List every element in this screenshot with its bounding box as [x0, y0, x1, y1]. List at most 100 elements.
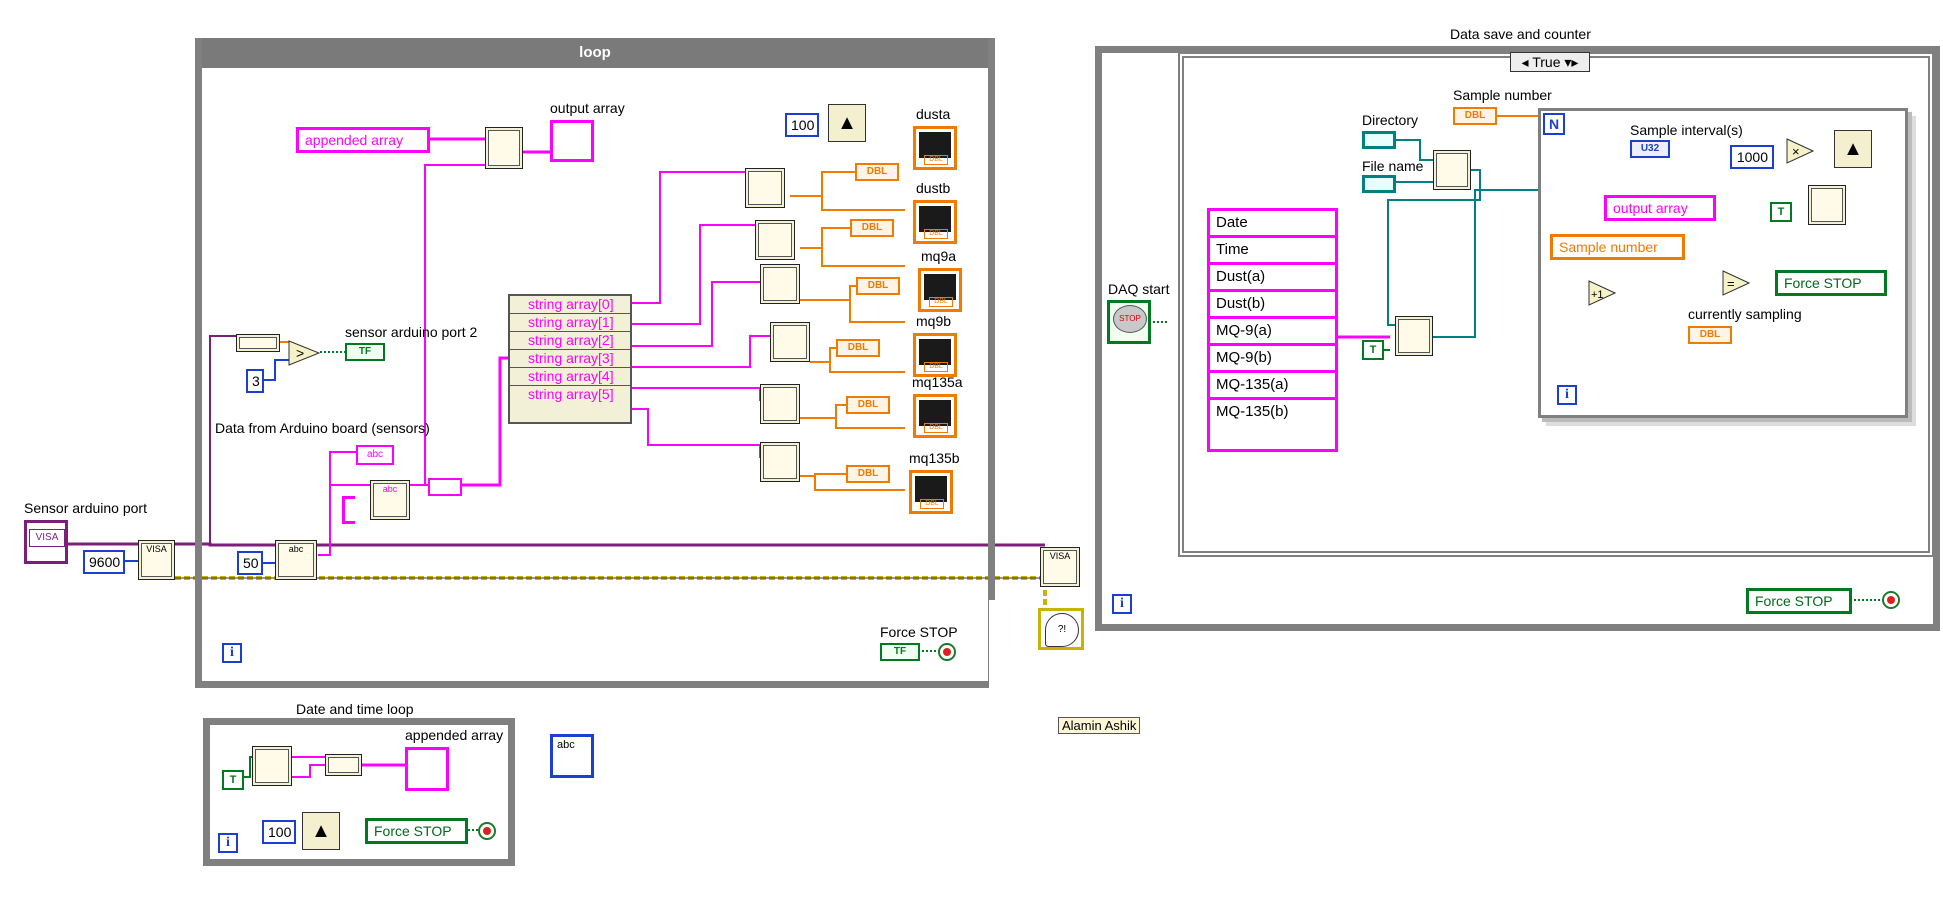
- greater-than-node[interactable]: >: [288, 340, 320, 366]
- write-file-icon: [1398, 319, 1430, 353]
- string-to-number-0[interactable]: [745, 168, 785, 208]
- dbl-indicator-1: DBL: [850, 219, 894, 237]
- directory-control[interactable]: [1362, 131, 1396, 149]
- visa-configure-serial-node[interactable]: VISA: [138, 540, 175, 580]
- force-stop-local-inner[interactable]: Force STOP: [1775, 270, 1887, 296]
- header-mq9-b: MQ-9(b): [1210, 346, 1335, 373]
- build-path-node[interactable]: [1433, 150, 1471, 190]
- daq-start-label: DAQ start: [1108, 281, 1170, 297]
- inner-loop-iteration-terminal: i: [1557, 385, 1577, 405]
- force-stop-local-outer[interactable]: Force STOP: [1746, 588, 1852, 614]
- date-time-iteration-terminal: i: [218, 833, 238, 853]
- chart-type-label: DBL: [924, 362, 948, 372]
- conversion-icon: [763, 267, 797, 301]
- string-to-number-1[interactable]: [755, 220, 795, 260]
- string-array-3: string array[3]: [510, 349, 630, 367]
- chart-screen: [915, 476, 947, 502]
- sample-number-label: Sample number: [1453, 87, 1552, 103]
- wait-dt-constant[interactable]: 100: [262, 820, 296, 844]
- compare-constant[interactable]: 3: [246, 369, 264, 393]
- chart-dustb[interactable]: DBL: [913, 200, 957, 244]
- visa-read-node[interactable]: abc: [275, 540, 317, 580]
- daq-start-button[interactable]: STOP: [1107, 300, 1151, 344]
- data-from-arduino-label: Data from Arduino board (sensors): [215, 420, 430, 436]
- chart-label-mq135a: mq135a: [912, 374, 963, 390]
- output-array-local[interactable]: output array: [1604, 195, 1716, 221]
- chart-label-mq9b: mq9b: [916, 313, 952, 329]
- write-spreadsheet-data-node[interactable]: [1808, 185, 1846, 225]
- header-time: Time: [1210, 238, 1335, 265]
- header-mq135-b: MQ-135(b): [1216, 403, 1289, 420]
- force-stop-local-dt[interactable]: Force STOP: [365, 818, 468, 844]
- visa-resource-inner: VISA: [29, 529, 65, 547]
- error-handler-node[interactable]: ?!: [1038, 608, 1084, 650]
- true-constant-append[interactable]: T: [1770, 202, 1792, 222]
- multiply-node[interactable]: ×: [1786, 138, 1814, 164]
- file-name-control[interactable]: [1362, 175, 1396, 193]
- output-array-local-text: output array: [1613, 200, 1688, 216]
- conversion-icon: [748, 171, 782, 205]
- sample-interval-control[interactable]: U32: [1630, 140, 1670, 158]
- header-array-constant[interactable]: Date Time Dust(a) Dust(b) MQ-9(a) MQ-9(b…: [1207, 208, 1338, 452]
- date-time-icon: [255, 749, 289, 783]
- error-icon: ?!: [1045, 613, 1079, 647]
- equal-node[interactable]: =: [1722, 270, 1750, 296]
- force-stop-terminal[interactable]: TF: [880, 643, 920, 661]
- true-constant-write[interactable]: T: [1362, 340, 1384, 360]
- header-date: Date: [1210, 211, 1335, 238]
- index-array-node[interactable]: string array[0] string array[1] string a…: [508, 294, 632, 424]
- sample-interval-label: Sample interval(s): [1630, 122, 1743, 138]
- case-selector-value: True: [1532, 54, 1561, 70]
- string-to-number-4[interactable]: [760, 384, 800, 424]
- string-to-number-5[interactable]: [760, 442, 800, 482]
- increment-label: +1: [1591, 289, 1604, 301]
- main-while-loop: loop i: [195, 38, 995, 688]
- chart-mq135b[interactable]: DBL: [909, 470, 953, 514]
- string-array-1: string array[1]: [510, 313, 630, 331]
- build-array-dt-node[interactable]: [325, 754, 362, 776]
- wait-ms-node[interactable]: ▲: [828, 104, 866, 142]
- chart-mq9b[interactable]: DBL: [913, 333, 957, 377]
- true-constant-dt[interactable]: T: [222, 770, 244, 790]
- write-file-icon: [1811, 188, 1843, 222]
- chart-mq135a[interactable]: DBL: [913, 394, 957, 438]
- outer-save-loop: i: [1095, 46, 1940, 631]
- currently-sampling-indicator: DBL: [1688, 326, 1732, 344]
- daq-stop-circle: STOP: [1113, 305, 1147, 333]
- dbl-indicator-0: DBL: [855, 163, 899, 181]
- main-loop-iteration-terminal: i: [222, 643, 242, 663]
- chart-label-mq135b: mq135b: [909, 450, 960, 466]
- chart-type-label: DBL: [924, 423, 948, 433]
- output-array-label: output array: [550, 100, 625, 116]
- dbl-indicator-2: DBL: [856, 277, 900, 295]
- visa-bytes-at-port-node[interactable]: [236, 334, 280, 352]
- visa-close-node[interactable]: VISA: [1040, 547, 1080, 587]
- write-spreadsheet-header-node[interactable]: [1395, 316, 1433, 356]
- string-to-number-3[interactable]: [770, 322, 810, 362]
- sample-number-local[interactable]: Sample number: [1550, 234, 1685, 260]
- chart-type-label: DBL: [929, 297, 953, 307]
- spreadsheet-string-to-array-node[interactable]: abc: [370, 480, 410, 520]
- wait-dt-node[interactable]: ▲: [302, 812, 340, 850]
- appended-array-local[interactable]: appended array: [296, 127, 430, 153]
- dbl-indicator-5: DBL: [846, 465, 890, 483]
- chart-dusta[interactable]: DBL: [913, 126, 957, 170]
- conversion-icon: [763, 387, 797, 421]
- interval-ms-constant[interactable]: 1000: [1730, 145, 1774, 169]
- chart-label-mq9a: mq9a: [921, 248, 957, 264]
- build-array-node[interactable]: [485, 127, 523, 169]
- increment-node[interactable]: +1: [1588, 280, 1616, 306]
- wait-constant[interactable]: 100: [785, 113, 819, 137]
- format-date-time-node[interactable]: [252, 746, 292, 786]
- bytes-constant[interactable]: 50: [237, 551, 263, 575]
- visa-resource-control[interactable]: VISA: [24, 520, 68, 564]
- case-selector[interactable]: ◂ True ▾▸: [1510, 52, 1590, 72]
- wait-interval-node[interactable]: ▲: [1834, 130, 1872, 168]
- baud-rate-constant[interactable]: 9600: [83, 550, 125, 574]
- string-to-number-2[interactable]: [760, 264, 800, 304]
- chart-mq9a[interactable]: DBL: [918, 268, 962, 312]
- count-terminal: N: [1543, 113, 1565, 135]
- svg-text:=: =: [1727, 276, 1735, 291]
- header-mq135-a: MQ-135(a): [1210, 373, 1335, 400]
